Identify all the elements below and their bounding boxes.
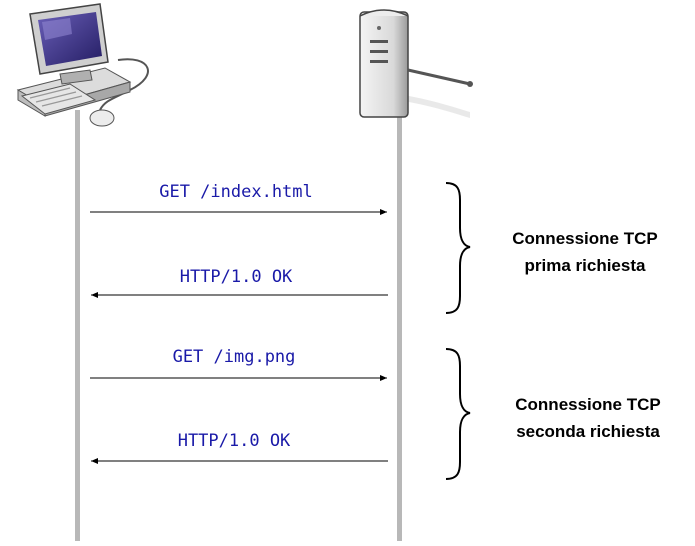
group-brace <box>445 182 471 314</box>
group-label: seconda richiesta <box>516 422 660 441</box>
group-label: Connessione TCP <box>512 229 657 248</box>
message-label: HTTP/1.0 OK <box>178 431 291 451</box>
message-label: GET /img.png <box>173 347 296 367</box>
computer-icon <box>16 3 149 127</box>
group-label: Connessione TCP <box>515 395 660 414</box>
message-label: GET /index.html <box>159 182 313 202</box>
message-label: HTTP/1.0 OK <box>180 267 293 287</box>
client-lifeline <box>75 110 80 541</box>
server-icon <box>359 9 473 118</box>
group-label: prima richiesta <box>525 256 646 275</box>
group-brace <box>445 348 471 480</box>
server-lifeline <box>397 110 402 541</box>
